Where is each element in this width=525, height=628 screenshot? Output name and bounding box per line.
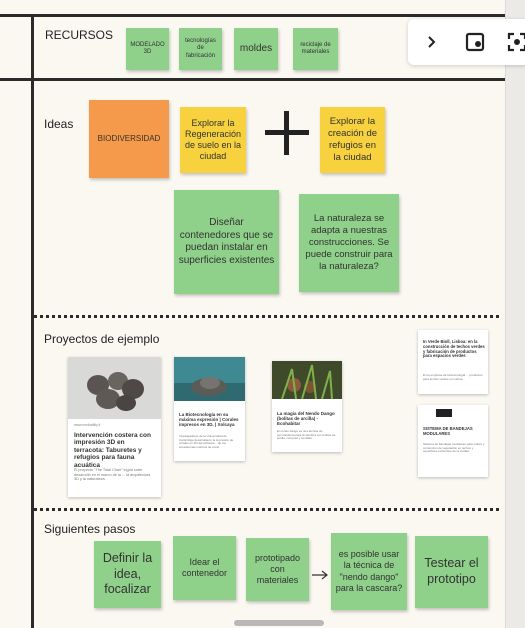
card-title: In Verde Bioll, Lisboa: en la construcci…	[423, 339, 485, 359]
sticky-note[interactable]: Idear el contenedor	[173, 536, 236, 600]
card-title: La magia del Nendo Dango (bolitas de arc…	[277, 411, 335, 427]
project-card[interactable]: In Verde Bioll, Lisboa: en la construcci…	[418, 330, 488, 394]
card-description: En la empresa de biotecnología ... produ…	[423, 373, 483, 381]
card-description: El proyecto "The Tidal Chair" ingrid sut…	[74, 468, 151, 482]
sticky-note[interactable]: reciclaje de materiales	[293, 28, 338, 70]
section-title-ideas: Ideas	[44, 117, 74, 131]
project-card[interactable]: La magia del Nendo Dango (bolitas de arc…	[272, 361, 342, 452]
card-description: Sistema de bandejas modulares para culti…	[423, 442, 485, 454]
ideas-divider	[34, 315, 499, 318]
project-card[interactable]: SISTEMA DE BANDEJAS MODULARES Sistema de…	[418, 405, 488, 477]
sticky-note[interactable]: prototipado con materiales	[246, 538, 309, 601]
project-card[interactable]: La Biotecnología en su máxima expresión …	[174, 357, 245, 461]
side-panel-edge	[505, 0, 525, 628]
sticky-note[interactable]: es posible usar la técnica de "nendo dan…	[331, 533, 407, 610]
sticky-note[interactable]: Testear el prototipo	[415, 536, 488, 608]
recursos-divider	[0, 78, 505, 81]
note-icon[interactable]	[464, 31, 486, 53]
section-title-siguientes: Siguientes pasos	[44, 522, 136, 536]
vertical-divider	[31, 14, 34, 628]
sticky-note[interactable]: Definir la idea, focalizar	[94, 541, 161, 608]
whiteboard-canvas[interactable]: RECURSOS Ideas Proyectos de ejemplo Sigu…	[0, 0, 505, 628]
project-image	[174, 357, 245, 401]
card-description: El nendo dango es una técnica de permacu…	[277, 429, 336, 441]
card-source: www.mediatiltly.it	[74, 423, 101, 427]
top-divider	[0, 14, 505, 17]
card-title: Intervención costera con impresión 3D en…	[74, 432, 151, 469]
focus-icon[interactable]	[506, 31, 525, 53]
sticky-note[interactable]: moldes	[234, 28, 278, 70]
card-title: SISTEMA DE BANDEJAS MODULARES	[423, 426, 473, 436]
plus-icon	[265, 111, 309, 155]
sticky-note-contenedores[interactable]: Diseñar contenedores que se puedan insta…	[174, 190, 279, 294]
sticky-note-refugios[interactable]: Explorar la creación de refugios en la c…	[320, 107, 385, 173]
project-image	[272, 361, 342, 399]
section-title-recursos: RECURSOS	[45, 28, 114, 42]
section-title-proyectos: Proyectos de ejemplo	[44, 332, 160, 346]
card-description: Investigadores de la Universidad de Camb…	[179, 434, 234, 449]
sticky-note-naturaleza[interactable]: La naturaleza se adapta a nuestras const…	[299, 194, 399, 292]
sticky-note[interactable]: MODELADO 3D	[126, 28, 169, 70]
proyectos-divider	[34, 508, 499, 511]
chevron-right-icon[interactable]	[420, 31, 442, 53]
sticky-note[interactable]: tecnologías de fabricación	[179, 28, 222, 70]
card-thumbnail	[436, 409, 452, 417]
project-image	[68, 357, 161, 419]
project-card[interactable]: www.mediatiltly.it Intervención costera …	[68, 357, 161, 497]
sticky-note-regeneracion[interactable]: Explorar la Regeneración de suelo en la …	[180, 107, 246, 173]
card-title: La Biotecnología en su máxima expresión …	[179, 412, 239, 428]
sticky-note-biodiversidad[interactable]: BIODIVERSIDAD	[89, 100, 169, 178]
arrow-icon	[312, 570, 328, 580]
horizontal-scrollbar[interactable]	[234, 620, 324, 626]
floating-toolbar	[408, 19, 525, 65]
